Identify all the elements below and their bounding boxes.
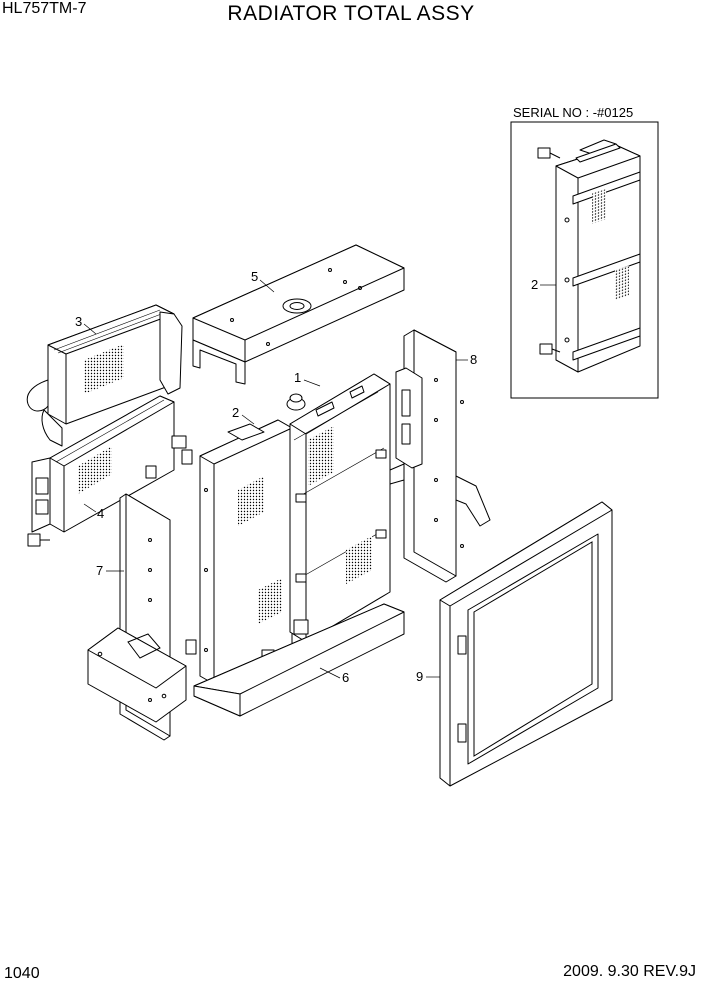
part-2-radiator: [185, 419, 293, 685]
callouts: 1 2 3 4 5 6 7 8 9: [75, 269, 477, 685]
callout-4: 4: [97, 506, 104, 521]
serial-number-text: SERIAL NO : -#0125: [513, 105, 633, 120]
callout-6: 6: [342, 670, 349, 685]
page-title: RADIATOR TOTAL ASSY: [227, 2, 475, 25]
model-code: HL757TM-7: [2, 0, 87, 17]
serial-variant-inset: SERIAL NO : -#0125 2: [510, 105, 659, 399]
callout-3: 3: [75, 314, 82, 329]
part-9-shroud-panel: [439, 501, 613, 787]
page-number: 1040: [4, 965, 40, 982]
revision-date: 2009. 9.30 REV.9J: [563, 963, 696, 980]
inset-frame: [510, 121, 659, 399]
inset-callout-2: 2: [531, 277, 538, 292]
callout-8: 8: [470, 352, 477, 367]
callout-9: 9: [416, 669, 423, 684]
callout-5: 5: [251, 269, 258, 284]
part-8-right-bracket: [389, 329, 491, 583]
part-3-upper-cooler: [26, 304, 183, 447]
callout-7: 7: [96, 563, 103, 578]
callout-2: 2: [232, 405, 239, 420]
part-6-bottom-channel: [193, 603, 405, 717]
part-1-radiator-core: [286, 373, 391, 643]
part-4-lower-cooler: [27, 395, 193, 547]
part-5-top-cover: [192, 244, 405, 385]
part-7-left-bracket: [87, 493, 187, 741]
callout-1: 1: [294, 370, 301, 385]
inset-radiator-drawing: [537, 139, 641, 373]
